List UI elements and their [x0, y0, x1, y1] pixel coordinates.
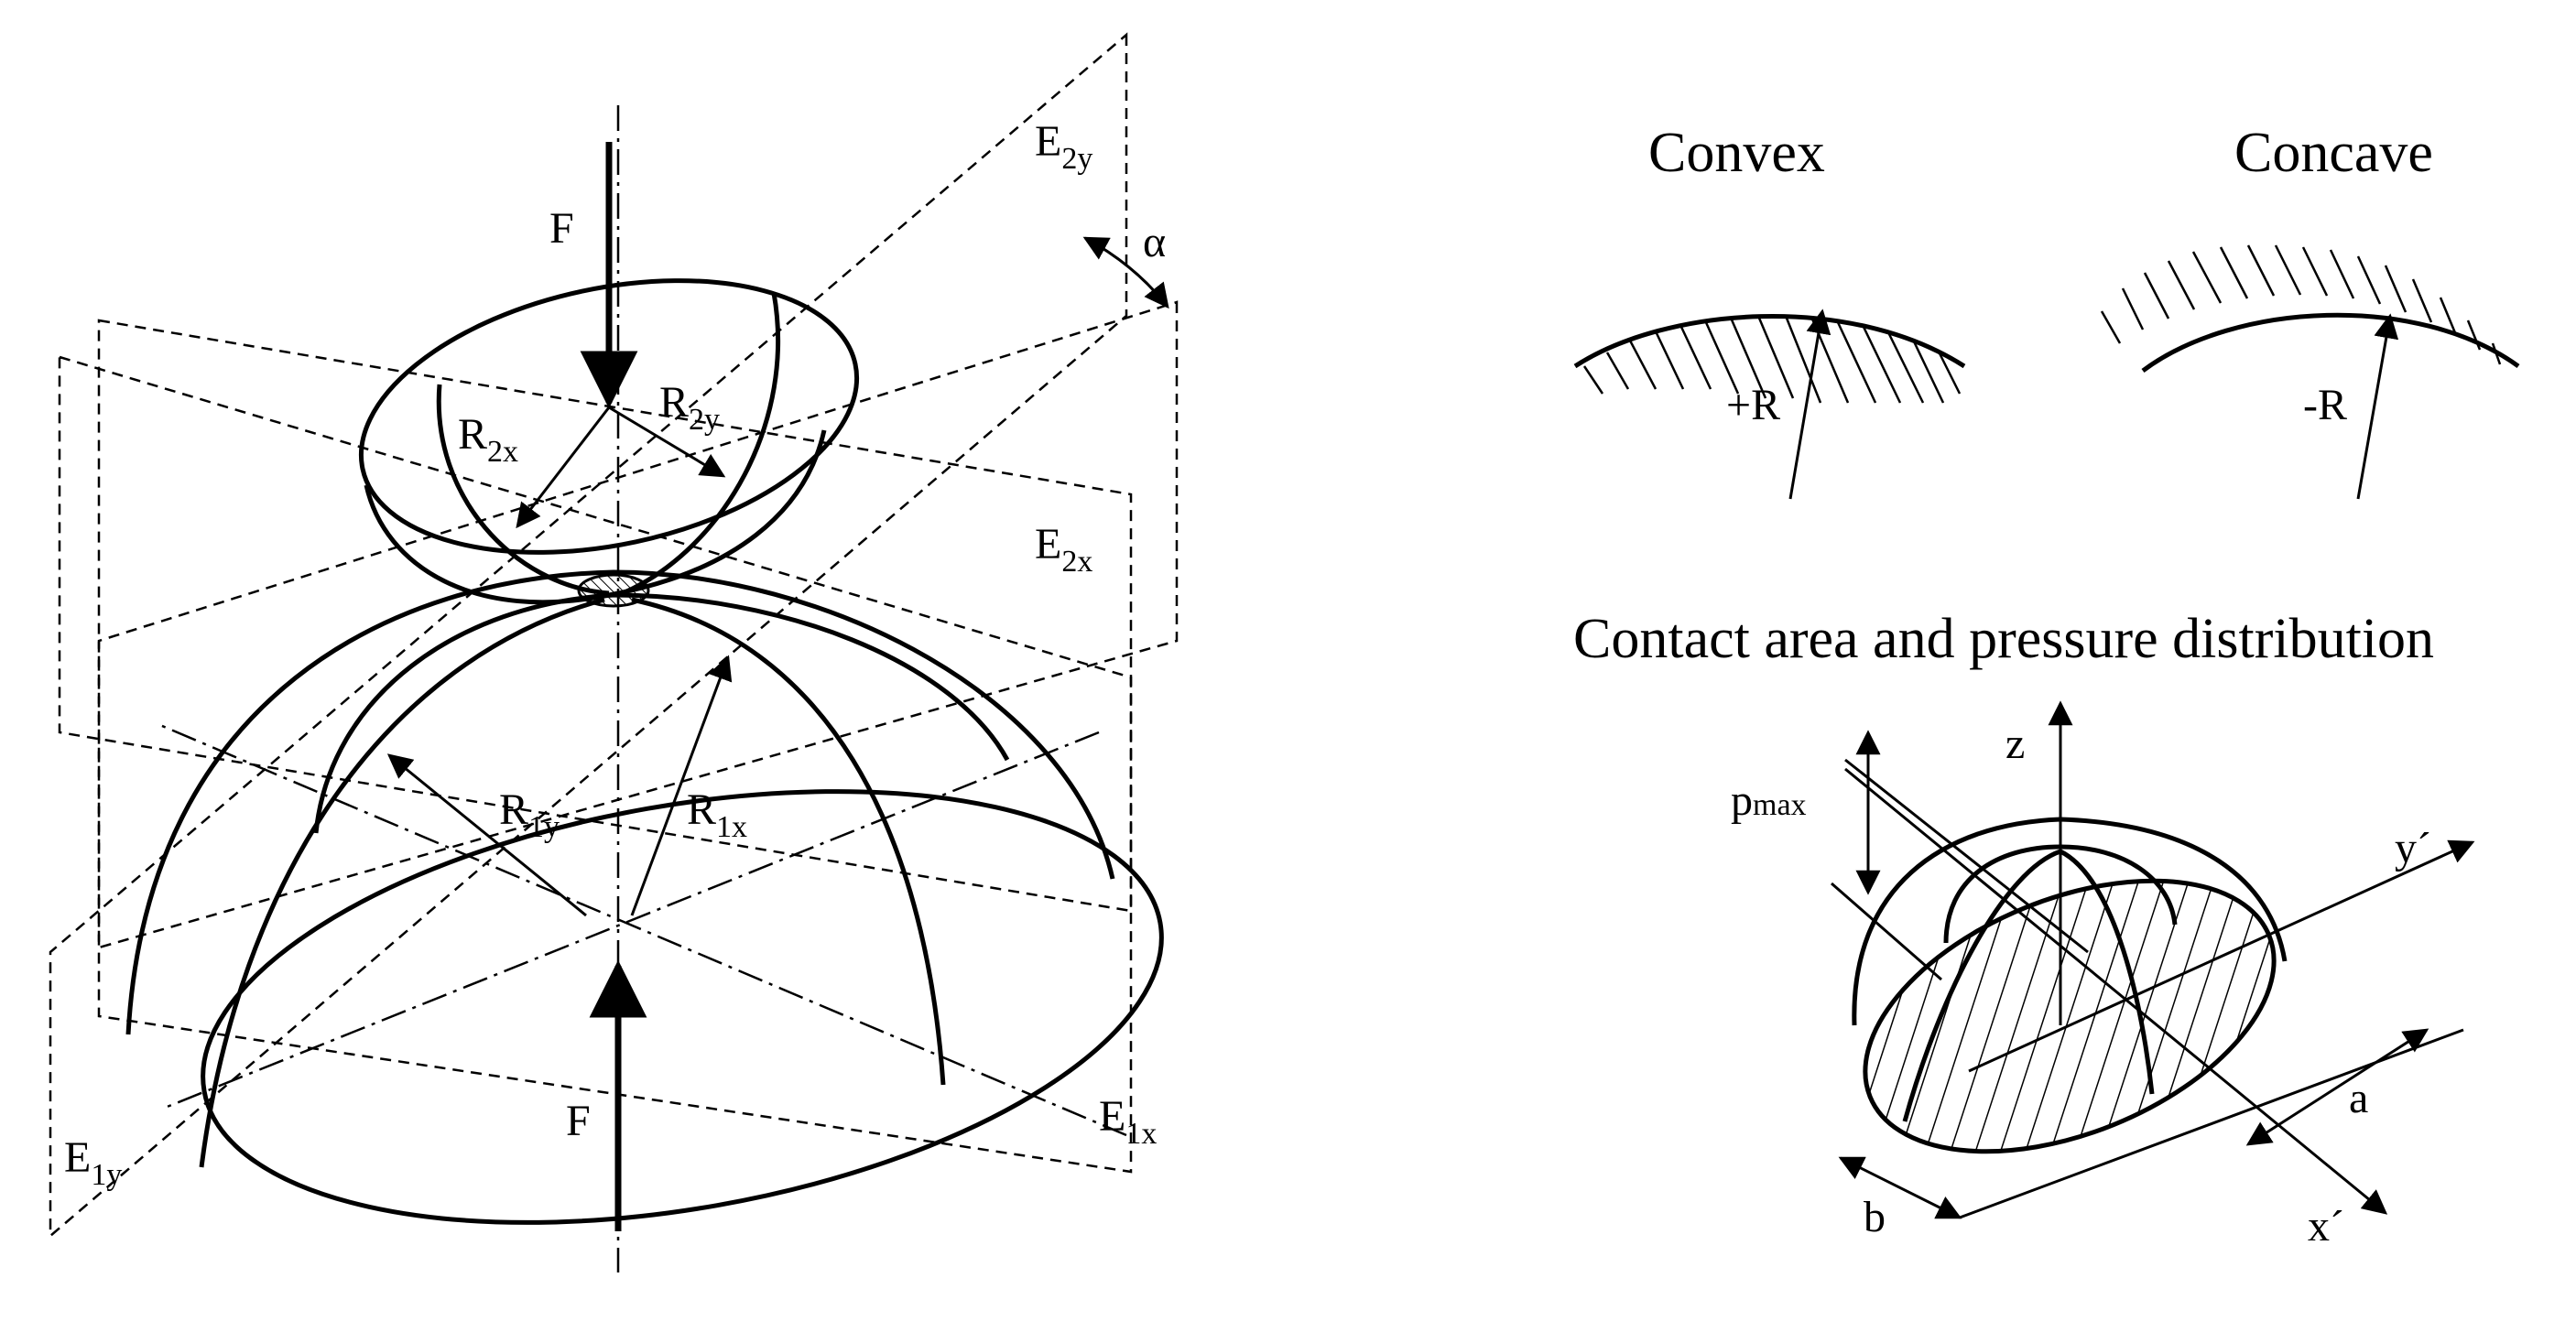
- convex-panel: Convex +R: [1573, 122, 1966, 500]
- plane-label-e2y: E2y: [1035, 117, 1092, 176]
- concave-radius-arrow: [2356, 313, 2399, 500]
- contact-title: Contact area and pressure distribution: [1573, 608, 2434, 670]
- convex-radius-label: +R: [1726, 381, 1780, 429]
- radius-label-r1x: R1x: [687, 785, 747, 844]
- lower-body-meridian-3: [631, 597, 946, 1086]
- force-label-top: F: [549, 204, 574, 253]
- concave-panel: Concave -R: [2100, 122, 2520, 500]
- lower-body-meridian-1: [313, 592, 1010, 834]
- contact-panel: Contact area and pressure distribution z…: [1573, 608, 2475, 1251]
- convex-hatching: [1582, 315, 1962, 404]
- plane-label-e1y: E1y: [64, 1133, 122, 1192]
- semi-axis-b-label: b: [1864, 1193, 1886, 1241]
- radius-label-r2y: R2y: [659, 378, 720, 437]
- axis-x-label: x´: [2308, 1202, 2344, 1251]
- pmax-label: pmax: [1731, 776, 1807, 825]
- axis-z-label: z: [2005, 720, 2025, 768]
- lower-body: [125, 569, 1164, 1225]
- left-geometry: F F α E2y E2x E1y E1x R2x R2y R1y R1x: [49, 32, 1179, 1272]
- contact-patch: [577, 573, 650, 608]
- lower-body-meridian-2: [199, 597, 605, 1168]
- radius-r2x-arrow: [516, 406, 611, 529]
- radius-r1y-arrow: [386, 753, 587, 917]
- lower-body-base: [201, 789, 1164, 1225]
- trace-line-2: [164, 731, 1100, 1110]
- radius-r1x-arrow: [630, 655, 733, 916]
- axis-y: [1968, 839, 2475, 1073]
- force-label-bottom: F: [566, 1097, 591, 1145]
- concave-surface: [2141, 312, 2520, 374]
- convex-surface: [1573, 314, 1966, 369]
- lower-body-outline: [125, 569, 1115, 1035]
- plane-e2y-outline: [49, 32, 1128, 1239]
- radius-label-r1y: R1y: [499, 785, 560, 844]
- angle-alpha-arc: [1082, 236, 1169, 309]
- convex-radius-arrow: [1788, 309, 1831, 500]
- plane-e1x-outline: [97, 300, 1179, 949]
- upper-body-rim: [358, 278, 860, 555]
- a-dimension: [2245, 1028, 2429, 1146]
- axis-y-label: y´: [2395, 824, 2431, 872]
- upper-body-meridian-1: [436, 384, 610, 596]
- plane-e2x-outline: [58, 355, 1133, 913]
- concave-hatching: [2100, 244, 2502, 365]
- pmax-base-extension: [1831, 882, 1942, 981]
- reference-planes: [49, 32, 1179, 1239]
- angle-alpha-label: α: [1143, 218, 1166, 266]
- radius-r2y-arrow: [608, 406, 726, 478]
- b-dimension: [1838, 1156, 1962, 1219]
- plane-label-e1x: E1x: [1099, 1092, 1157, 1151]
- trace-line-1: [155, 721, 1127, 1137]
- convex-title: Convex: [1648, 122, 1825, 184]
- semi-axis-a-label: a: [2349, 1074, 2368, 1122]
- radius-label-r2x: R2x: [458, 410, 518, 469]
- plane-label-e2x: E2x: [1035, 520, 1092, 579]
- upper-body-meridian-2: [621, 292, 781, 596]
- b-extension: [1959, 1028, 2464, 1219]
- concave-radius-label: -R: [2303, 381, 2347, 429]
- pmax-top-extension: [1844, 758, 2089, 954]
- concave-title: Concave: [2234, 122, 2433, 184]
- plane-e1y-outline: [97, 319, 1133, 1174]
